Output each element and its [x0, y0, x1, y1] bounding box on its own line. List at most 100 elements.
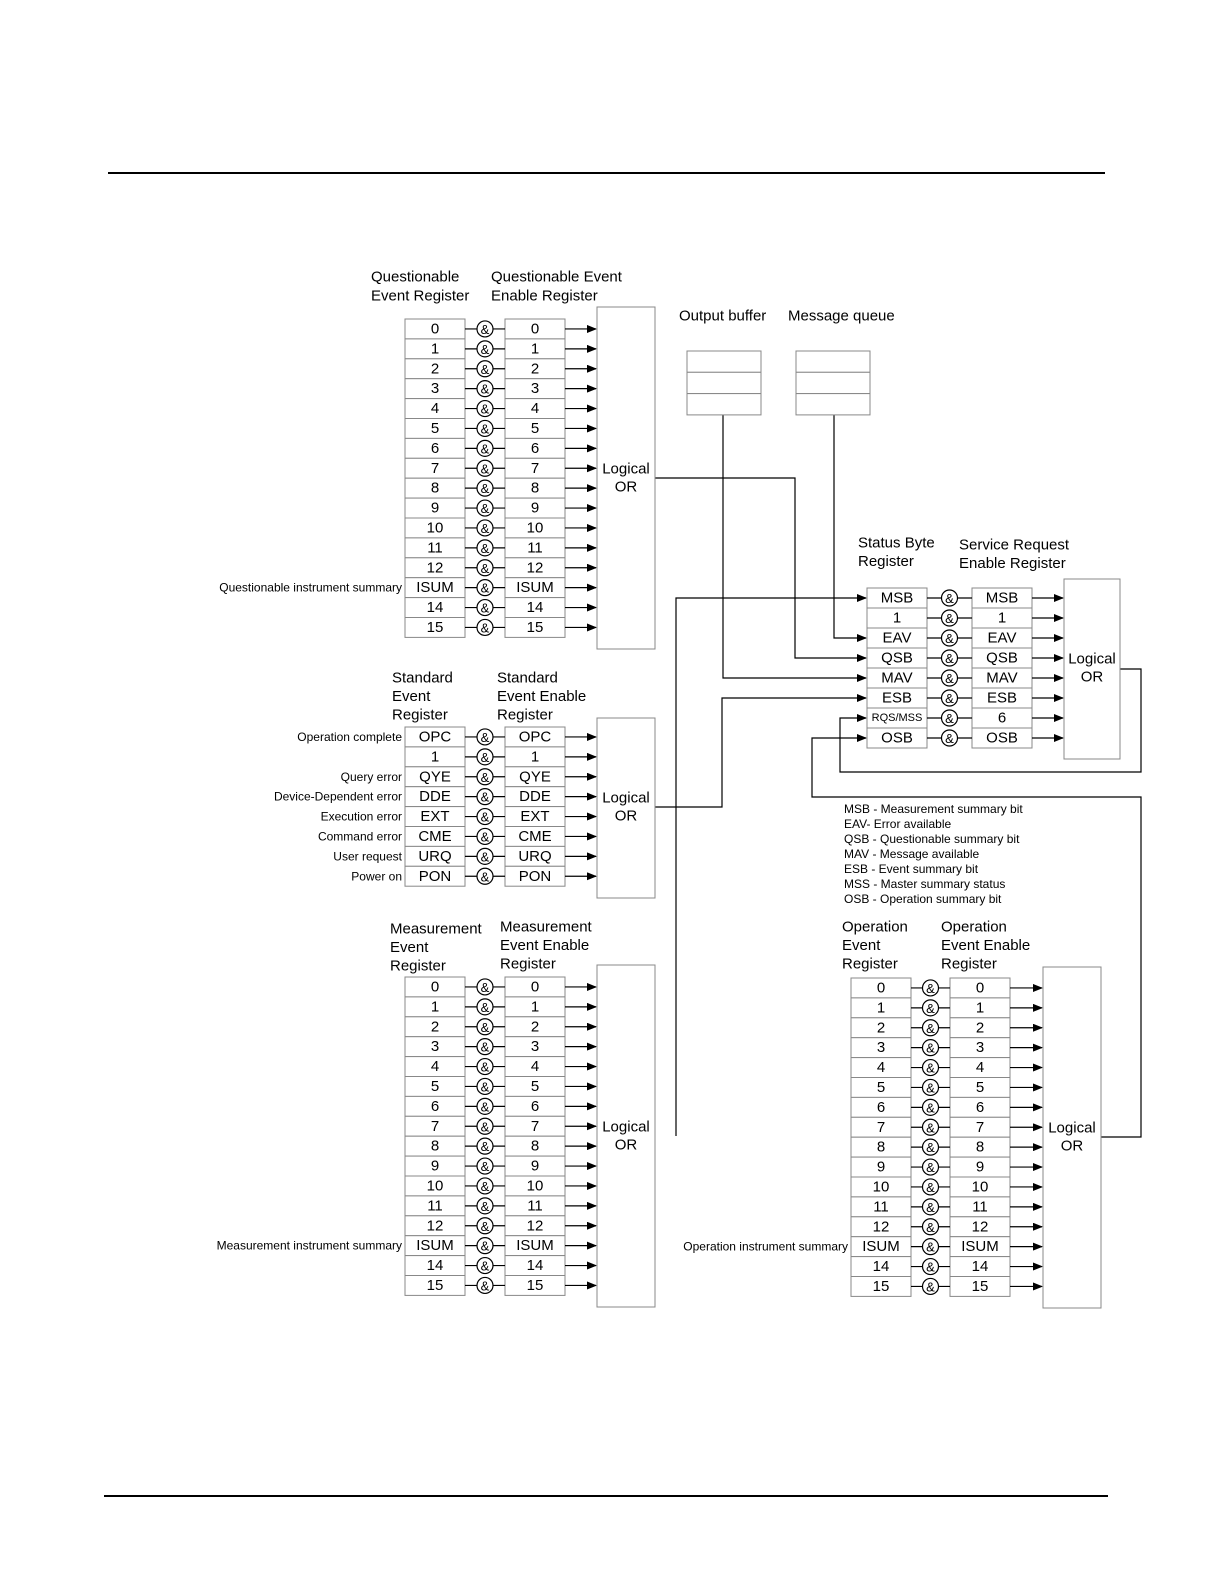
- and-gate-symbol: &: [481, 810, 490, 825]
- measurement-enable-bit-label: 6: [531, 1098, 539, 1115]
- and-gate-symbol: &: [945, 671, 954, 686]
- and-gate-symbol: &: [945, 731, 954, 746]
- message-queue-slot: [795, 371, 871, 395]
- and-gate-symbol: &: [481, 441, 490, 456]
- measurement-enable-bit-label: 15: [527, 1277, 544, 1294]
- and-gate-symbol: &: [481, 620, 490, 635]
- status_byte-event-register-title: Status Byte: [858, 535, 935, 552]
- operation-enable-bit-label: 3: [976, 1039, 984, 1056]
- and-gate-icon: [940, 589, 959, 607]
- questionable-enable-bit-label: 14: [527, 599, 544, 616]
- questionable-logical-or-label: OR: [615, 479, 638, 496]
- status_byte-event-bit-label: MAV: [881, 670, 912, 687]
- and-gate-icon: [476, 1057, 494, 1076]
- measurement-enable-bit-label: 9: [531, 1158, 539, 1175]
- standard-side-label: Operation complete: [297, 730, 402, 744]
- questionable-enable-bit-label: ISUM: [516, 579, 554, 596]
- operation-event-register-title: Register: [842, 956, 898, 973]
- standard-side-label: Command error: [318, 829, 402, 843]
- questionable-event-bit-label: 8: [431, 480, 439, 497]
- questionable-enable-bit-label: 9: [531, 500, 539, 517]
- standard-enable-bit-label: EXT: [520, 808, 549, 825]
- operation-event-bit-label: 11: [873, 1198, 889, 1215]
- and-gate-symbol: &: [481, 1040, 490, 1055]
- legend-item: MSB - Measurement summary bit: [844, 802, 1023, 816]
- and-gate-icon: [476, 1077, 494, 1096]
- standard-event-bit-label: URQ: [418, 848, 451, 865]
- operation-enable-bit-label: 7: [976, 1119, 984, 1136]
- and-gate-symbol: &: [481, 1000, 490, 1015]
- and-gate-symbol: &: [945, 611, 954, 626]
- and-gate-icon: [940, 669, 959, 687]
- measurement-enable-bit-label: 11: [527, 1197, 543, 1214]
- and-gate-symbol: &: [481, 1079, 490, 1094]
- and-gate-icon: [476, 867, 494, 885]
- and-gate-icon: [476, 419, 494, 438]
- and-gate-symbol: &: [481, 730, 490, 745]
- questionable-enable-bit-label: 4: [531, 400, 539, 417]
- and-gate-symbol: &: [481, 362, 490, 377]
- and-gate-symbol: &: [481, 322, 490, 337]
- questionable-event-bit-label: 11: [427, 539, 443, 556]
- and-gate-symbol: &: [926, 1140, 935, 1155]
- and-gate-symbol: &: [481, 790, 490, 805]
- measurement-enable-register-title: Event Enable: [500, 937, 589, 954]
- questionable-event-bit-label: 15: [427, 619, 444, 636]
- and-gate-icon: [476, 499, 494, 517]
- questionable-event-bit-label: 7: [431, 460, 439, 477]
- and-gate-symbol: &: [945, 691, 954, 706]
- standard-event-bit-label: CME: [418, 828, 451, 845]
- operation-event-bit-label: 10: [873, 1178, 890, 1195]
- status_byte-enable-bit-label: OSB: [986, 730, 1018, 747]
- and-gate-symbol: &: [481, 1099, 490, 1114]
- questionable-enable-bit-label: 7: [531, 460, 539, 477]
- mav-wire: [722, 414, 867, 682]
- and-gate-icon: [476, 1157, 494, 1175]
- questionable-event-register-title: Questionable: [371, 269, 459, 286]
- legend-item: OSB - Operation summary bit: [844, 892, 1002, 906]
- standard-enable-bit-label: CME: [518, 828, 551, 845]
- status_byte-enable-bit-label: QSB: [986, 650, 1018, 667]
- measurement-enable-bit-label: 12: [527, 1217, 544, 1234]
- standard-side-label: Power on: [351, 869, 402, 883]
- and-gate-symbol: &: [481, 1219, 490, 1234]
- questionable-event-bit-label: 5: [431, 420, 439, 437]
- and-gate-symbol: &: [926, 1220, 935, 1235]
- output-buffer-title: Output buffer: [679, 308, 766, 325]
- status_byte-enable-register-title: Service Request: [959, 537, 1070, 554]
- and-gate-symbol: &: [481, 1199, 490, 1214]
- measurement-enable-bit-label: 10: [527, 1177, 544, 1194]
- standard-event-bit-label: OPC: [419, 728, 452, 745]
- measurement-enable-bit-label: 2: [531, 1018, 539, 1035]
- operation-event-bit-label: 6: [877, 1099, 885, 1116]
- questionable-event-bit-label: 14: [427, 599, 444, 616]
- measurement-event-bit-label: 1: [431, 998, 439, 1015]
- questionable-event-bit-label: 9: [431, 500, 439, 517]
- standard-side-label: Query error: [341, 770, 402, 784]
- and-gate-symbol: &: [945, 651, 954, 666]
- and-gate-icon: [921, 1238, 940, 1256]
- measurement-event-bit-label: 12: [427, 1217, 444, 1234]
- measurement-enable-register-title: Measurement: [500, 919, 593, 936]
- and-gate-symbol: &: [926, 1001, 935, 1016]
- status_byte-logical-or-label: OR: [1081, 669, 1104, 686]
- and-gate-icon: [476, 1137, 494, 1155]
- and-gate-icon: [476, 439, 494, 457]
- questionable-enable-register-title: Enable Register: [491, 288, 598, 305]
- standard-event-register-title: Standard: [392, 670, 453, 687]
- questionable-enable-bit-label: 3: [531, 380, 539, 397]
- and-gate-symbol: &: [481, 1239, 490, 1254]
- operation-logical-or-box: [1042, 966, 1102, 1309]
- and-gate-icon: [476, 1256, 494, 1275]
- header-rule: [108, 172, 1105, 174]
- questionable-enable-bit-label: 15: [527, 619, 544, 636]
- questionable-event-bit-label: ISUM: [416, 579, 454, 596]
- operation-enable-register-title: Event Enable: [941, 937, 1030, 954]
- measurement-enable-bit-label: 0: [531, 978, 539, 995]
- questionable-event-bit-label: 3: [431, 380, 439, 397]
- and-gate-symbol: &: [481, 342, 490, 357]
- and-gate-symbol: &: [926, 1041, 935, 1056]
